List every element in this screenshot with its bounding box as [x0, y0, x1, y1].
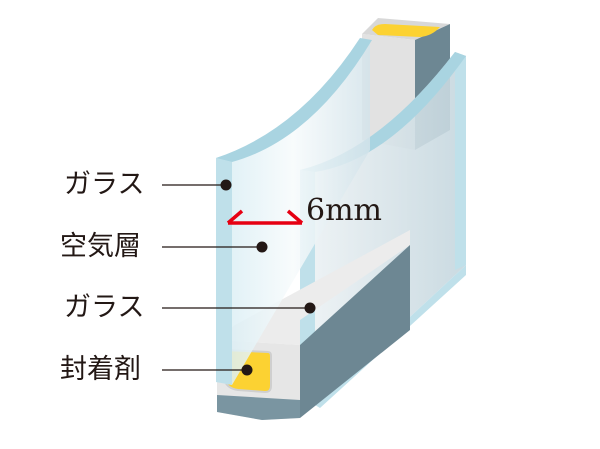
dimension-label: 6mm — [306, 193, 382, 228]
outer-glass-pane — [216, 38, 372, 385]
outer-glass-dot — [220, 179, 232, 191]
label-inner-glass: ガラス — [64, 292, 145, 323]
air-layer-dot — [256, 241, 268, 253]
label-outer-glass: ガラス — [64, 169, 145, 200]
inner-glass-dot — [304, 302, 316, 314]
label-air-layer: 空気層 — [60, 231, 141, 262]
label-sealant: 封着剤 — [60, 354, 141, 385]
leader-lines — [162, 184, 310, 371]
sealant-dot — [241, 364, 253, 376]
dimension-marker — [226, 209, 304, 225]
